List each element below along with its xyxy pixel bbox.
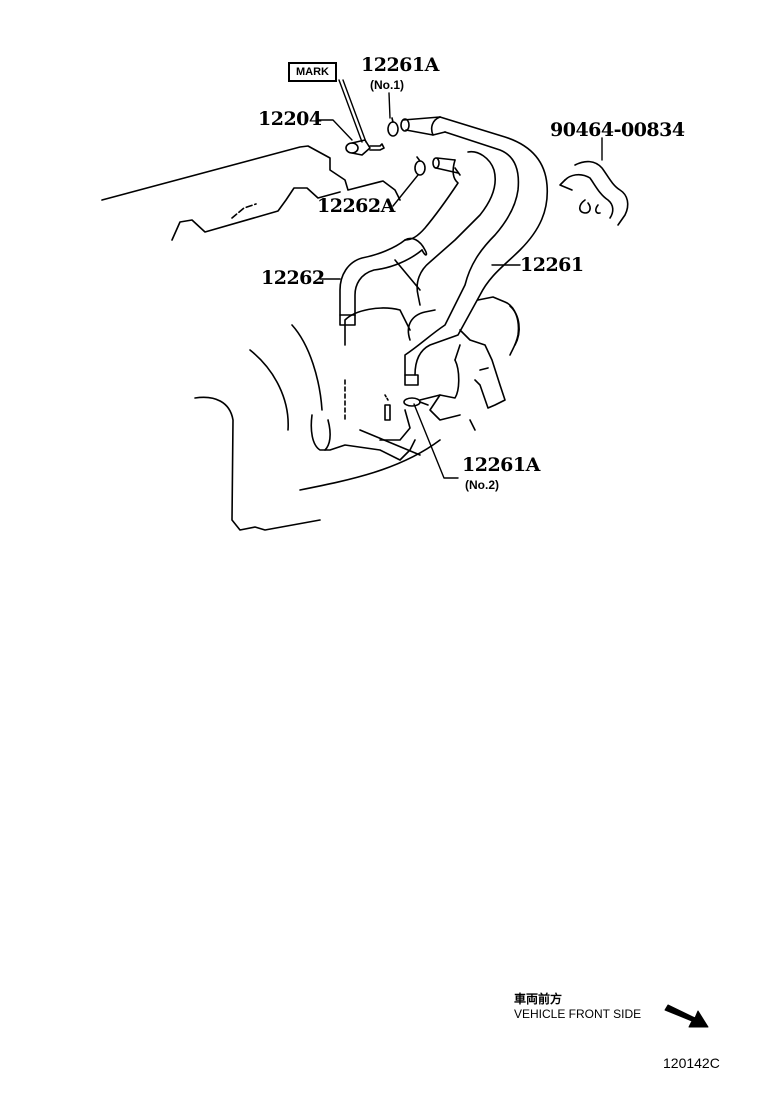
reference-code: 120142C (663, 1055, 720, 1071)
clamp-12262a (414, 156, 426, 176)
arrow-down-right-icon (664, 1004, 709, 1028)
callout-12261: 12261 (520, 254, 584, 276)
hose-12262 (339, 150, 496, 326)
water-outlet-housing (407, 296, 520, 409)
bracket-90464-00834 (559, 160, 629, 226)
legend-japanese: 車両前方 (514, 992, 563, 1006)
callout-12204: 12204 (258, 108, 322, 130)
callout-12262: 12262 (261, 267, 325, 289)
callout-12261a-no2: 12261A (462, 454, 540, 476)
hose-12261 (400, 116, 549, 386)
mark-label-box: MARK (288, 62, 337, 82)
legend-vehicle-front-side: VEHICLE FRONT SIDE (514, 1007, 642, 1021)
sensor-12204 (345, 139, 385, 156)
leader-lines (316, 79, 603, 479)
engine-outline (101, 145, 476, 531)
clamp-12261a-no1 (387, 117, 399, 137)
callout-12261a-no1: 12261A (361, 54, 439, 76)
callout-12261a-no1-note: (No.1) (370, 78, 404, 92)
callout-90464-00834: 90464-00834 (550, 119, 685, 141)
clamp-12261a-no2 (403, 397, 429, 407)
callout-12262a: 12262A (317, 195, 395, 217)
callout-12261a-no2-note: (No.2) (465, 478, 499, 492)
